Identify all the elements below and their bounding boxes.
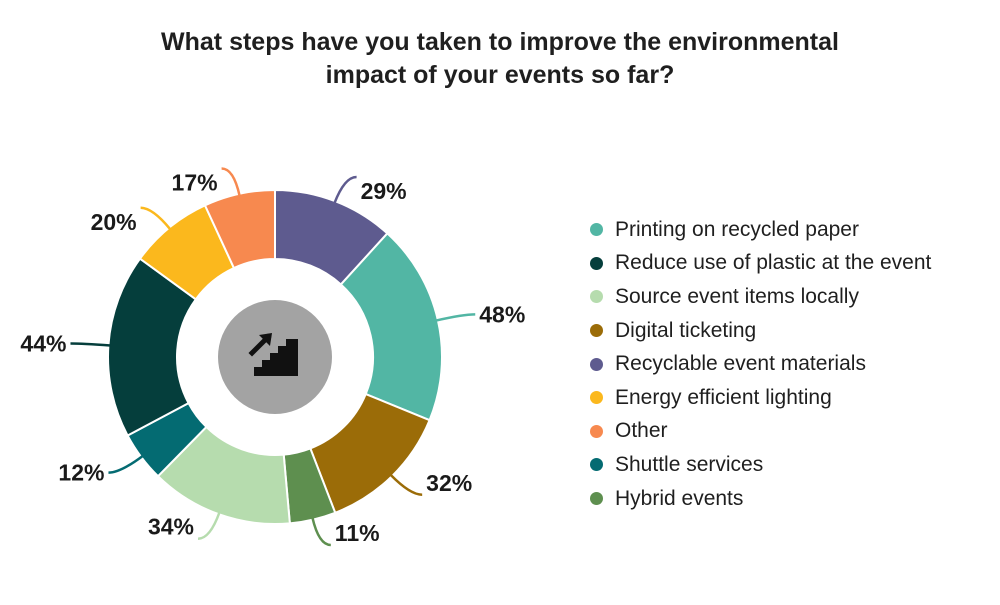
percent-label-digital-ticketing: 32%: [426, 470, 472, 496]
chart-title-line-1: What steps have you taken to improve the…: [161, 28, 839, 56]
leader-line-digital-ticketing: [389, 473, 423, 497]
leader-line-other: [221, 167, 241, 197]
legend-item-other: Other: [590, 415, 931, 449]
legend-item-recyclable-event-materials: Recyclable event materials: [590, 347, 931, 381]
chart-title: What steps have you taken to improve the…: [0, 26, 1000, 92]
legend-label: Source event items locally: [615, 284, 859, 308]
legend-swatch: [590, 391, 603, 405]
center-badge: [218, 300, 332, 414]
legend-label: Energy efficient lighting: [615, 385, 832, 409]
leader-line-recyclable-event-materials: [333, 175, 357, 204]
percent-label-reduce-use-of-plastic-at-the-event: 44%: [20, 331, 66, 357]
legend-item-shuttle-services: Shuttle services: [590, 448, 931, 482]
legend-swatch: [590, 424, 603, 438]
legend-item-digital-ticketing: Digital ticketing: [590, 314, 931, 348]
percent-label-source-event-items-locally: 34%: [148, 514, 194, 540]
legend-item-source-event-items-locally: Source event items locally: [590, 280, 931, 314]
percent-label-printing-on-recycled-paper: 48%: [479, 301, 525, 327]
percent-label-recyclable-event-materials: 29%: [361, 178, 407, 204]
slice-other: [203, 188, 276, 270]
stairs-arrow-icon: [248, 333, 298, 376]
chart-title-line-2: impact of your events so far?: [325, 61, 675, 89]
legend-swatch: [590, 458, 603, 472]
legend-label: Recyclable event materials: [615, 352, 866, 376]
legend-swatch: [590, 324, 603, 338]
leader-line-shuttle-services: [108, 454, 144, 474]
percent-labels: 29% 48% 32% 11% 34% 12% 44% 20% 17%: [20, 169, 525, 545]
legend-swatch: [590, 357, 603, 371]
percent-label-energy-efficient-lighting: 20%: [91, 209, 137, 235]
legend-item-hybrid-events: Hybrid events: [590, 482, 931, 516]
legend-swatch: [590, 290, 603, 304]
legend-swatch: [590, 223, 603, 237]
percent-label-other: 17%: [172, 169, 218, 195]
legend-swatch: [590, 256, 603, 270]
legend-label: Printing on recycled paper: [615, 217, 859, 241]
leader-line-energy-efficient-lighting: [140, 206, 172, 231]
legend-item-reduce-use-of-plastic-at-the-event: Reduce use of plastic at the event: [590, 247, 931, 281]
legend-label: Digital ticketing: [615, 318, 757, 342]
percent-label-shuttle-services: 12%: [58, 460, 104, 486]
leader-lines: [70, 167, 476, 547]
leader-line-printing-on-recycled-paper: [435, 313, 476, 322]
legend-item-energy-efficient-lighting: Energy efficient lighting: [590, 381, 931, 415]
legend-label: Reduce use of plastic at the event: [615, 251, 932, 275]
legend-item-printing-on-recycled-paper: Printing on recycled paper: [590, 213, 931, 247]
leader-line-reduce-use-of-plastic-at-the-event: [70, 342, 111, 347]
legend-label: Hybrid events: [615, 486, 744, 510]
donut-slices: [107, 188, 443, 525]
legend-label: Shuttle services: [615, 452, 764, 476]
percent-label-hybrid-events: 11%: [335, 520, 380, 546]
legend-swatch: [590, 492, 603, 506]
leader-line-source-event-items-locally: [197, 511, 221, 540]
legend-label: Other: [615, 419, 668, 443]
leader-line-hybrid-events: [311, 517, 331, 547]
